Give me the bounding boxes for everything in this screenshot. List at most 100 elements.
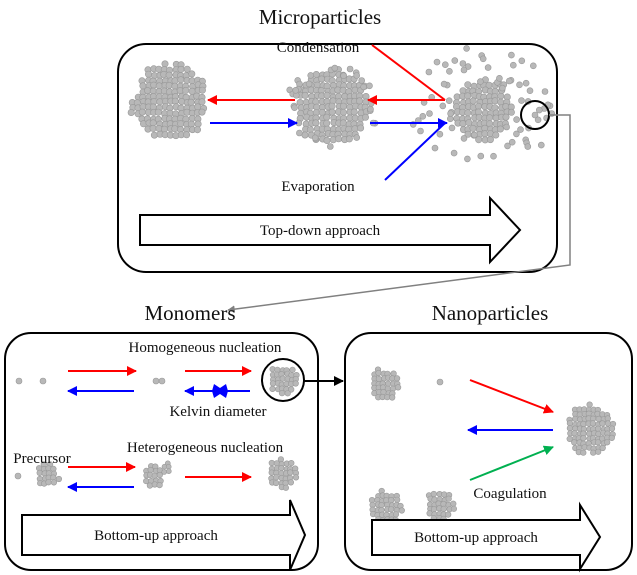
particle: [335, 135, 343, 143]
particle: [599, 444, 606, 452]
particle: [417, 127, 424, 135]
particle: [440, 505, 447, 513]
particle: [524, 143, 532, 150]
particle: [292, 87, 300, 94]
particle: [345, 135, 353, 143]
particle: [595, 448, 602, 455]
particle: [464, 81, 472, 89]
particle: [426, 110, 433, 117]
particle: [433, 58, 441, 66]
monomer-particles: [14, 366, 300, 491]
particle: [194, 103, 202, 111]
particle: [307, 72, 315, 79]
particle: [14, 472, 22, 480]
bottom-up-arrow: [21, 499, 307, 571]
particle: [451, 57, 459, 64]
monomers-title: Monomers: [145, 301, 236, 325]
particle: [177, 65, 185, 73]
condensation-label: Condensation: [277, 40, 360, 56]
particle: [187, 98, 195, 106]
particle: [394, 496, 401, 503]
particle: [55, 475, 63, 483]
particle: [388, 497, 395, 504]
particle: [15, 377, 23, 385]
particle: [177, 76, 185, 84]
particle: [599, 420, 606, 427]
particle: [339, 86, 347, 94]
particle: [183, 131, 191, 139]
top-down-label: Top-down approach: [260, 223, 381, 239]
particle: [350, 108, 358, 116]
particle: [450, 500, 457, 507]
particle: [331, 64, 339, 72]
particle: [291, 104, 298, 111]
particle: [534, 116, 542, 124]
particle: [346, 65, 354, 73]
particle: [479, 55, 487, 63]
particle: [166, 468, 172, 475]
particle: [328, 102, 336, 110]
particle: [158, 377, 166, 385]
particle: [340, 72, 347, 79]
particle: [439, 102, 447, 110]
particle: [491, 97, 499, 105]
particle: [318, 75, 326, 83]
particle: [590, 449, 597, 456]
particle: [594, 425, 602, 432]
particle: [517, 126, 524, 133]
particle: [366, 82, 373, 90]
particle: [361, 113, 369, 121]
particle: [425, 68, 433, 76]
top-down-arrow: [139, 195, 522, 265]
particle: [149, 124, 157, 132]
particle: [441, 61, 449, 68]
particle: [273, 474, 280, 481]
particle: [339, 102, 347, 110]
particle: [471, 131, 478, 139]
bottom-up-arrow: [371, 501, 602, 573]
kelvin-diameter-label: Kelvin diameter: [169, 404, 266, 420]
homogeneous-nucleation-label: Homogeneous nucleation: [129, 340, 282, 356]
particle: [571, 430, 578, 437]
particle: [282, 484, 290, 491]
precursor-label: Precursor: [13, 451, 70, 467]
particle: [351, 114, 359, 122]
particle: [450, 505, 458, 512]
particle: [145, 70, 153, 78]
particle: [150, 131, 158, 139]
particle: [278, 390, 286, 397]
nanoparticles-panel: [344, 332, 633, 571]
particle: [328, 108, 336, 116]
particle: [436, 130, 444, 138]
particle: [323, 91, 331, 99]
particle: [604, 439, 611, 446]
particle: [188, 114, 196, 122]
particle: [152, 377, 160, 385]
particle: [490, 152, 497, 160]
particle: [305, 80, 313, 88]
particle: [326, 143, 334, 150]
micro-particle-clusters: [127, 45, 556, 163]
particle: [537, 141, 545, 149]
particle: [594, 439, 602, 446]
particle: [509, 61, 517, 69]
particle: [182, 86, 190, 94]
particle: [508, 138, 516, 146]
particle: [477, 78, 484, 85]
particle: [288, 460, 295, 467]
particle: [497, 98, 505, 106]
particle: [339, 119, 347, 127]
particle: [589, 420, 597, 427]
particle: [360, 83, 367, 91]
particle: [566, 425, 574, 432]
particle: [198, 98, 206, 106]
particle: [39, 377, 47, 385]
particle: [367, 105, 374, 113]
heterogeneous-nucleation-label: Heterogeneous nucleation: [127, 440, 284, 456]
particle: [198, 86, 206, 94]
particle: [513, 130, 520, 138]
particle: [311, 134, 319, 142]
particle: [194, 126, 202, 134]
particle: [518, 97, 525, 104]
